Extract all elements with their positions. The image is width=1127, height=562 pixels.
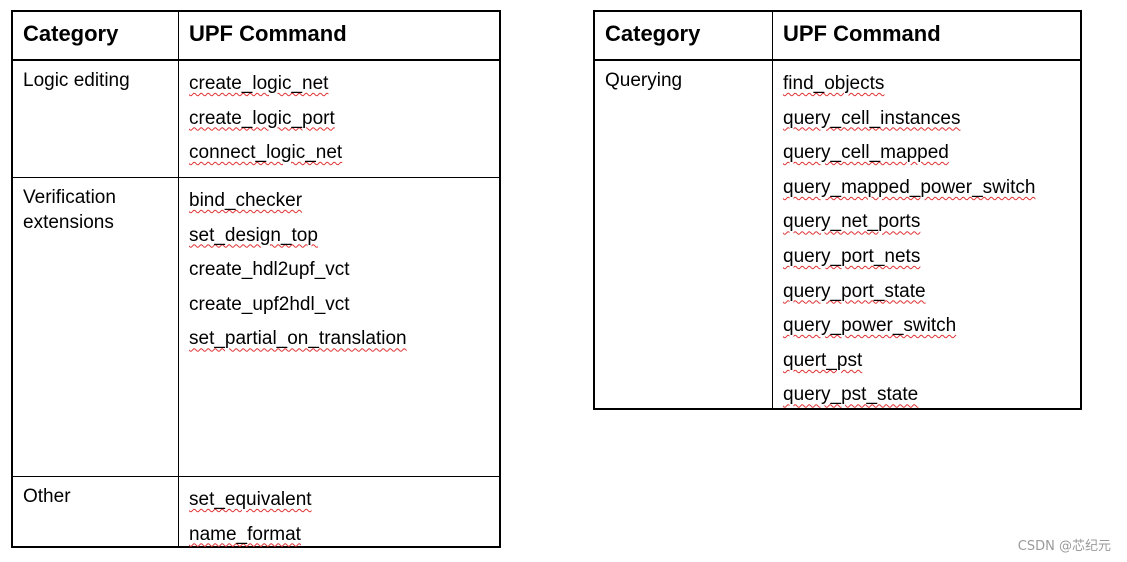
command-cell: create_logic_net create_logic_port conne… — [179, 61, 499, 177]
command-item: query_cell_instances — [783, 107, 961, 129]
category-label: Logic editing — [23, 70, 130, 91]
command-cell: bind_checker set_design_top create_hdl2u… — [179, 178, 499, 476]
table-header-row: Category UPF Command — [13, 12, 499, 61]
command-cell: find_objects query_cell_instances query_… — [773, 61, 1080, 408]
command-item: quert_pst — [783, 349, 863, 371]
command-item: connect_logic_net — [189, 142, 343, 164]
command-item: create_logic_port — [189, 107, 335, 129]
command-item: query_pst_state — [783, 384, 919, 406]
upf-command-table-right: Category UPF Command Querying find_objec… — [593, 10, 1082, 410]
command-list: find_objects query_cell_instances query_… — [783, 67, 1035, 413]
table-row-verification-extensions: Verification extensions bind_checker set… — [13, 178, 499, 477]
header-cell-command: UPF Command — [179, 12, 499, 59]
command-item: query_port_nets — [783, 245, 921, 267]
command-item: name_format — [189, 523, 301, 545]
command-list: bind_checker set_design_top create_hdl2u… — [189, 184, 407, 357]
header-cell-category: Category — [595, 12, 773, 59]
command-list: create_logic_net create_logic_port conne… — [189, 67, 342, 171]
command-item: query_port_state — [783, 280, 926, 302]
table-header-row: Category UPF Command — [595, 12, 1080, 61]
category-label: Querying — [605, 70, 683, 91]
upf-command-table-left: Category UPF Command Logic editing creat… — [11, 10, 501, 548]
header-category-label: Category — [23, 21, 119, 46]
watermark-text: CSDN @芯纪元 — [1017, 539, 1111, 554]
command-item: create_hdl2upf_vct — [189, 259, 350, 281]
command-item: find_objects — [783, 73, 885, 94]
header-command-label: UPF Command — [189, 21, 347, 46]
header-cell-category: Category — [13, 12, 179, 59]
category-cell: Verification extensions — [13, 178, 179, 476]
command-item: set_equivalent — [189, 489, 312, 510]
command-item: query_cell_mapped — [783, 142, 949, 164]
command-item: query_power_switch — [783, 315, 957, 337]
category-cell: Querying — [595, 61, 773, 408]
command-item: query_mapped_power_switch — [783, 176, 1036, 198]
command-item: query_net_ports — [783, 211, 921, 233]
category-label: Other — [23, 486, 71, 507]
command-item: set_partial_on_translation — [189, 328, 407, 350]
command-item: set_design_top — [189, 224, 318, 246]
header-command-label: UPF Command — [783, 21, 941, 46]
table-row-querying: Querying find_objects query_cell_instanc… — [595, 61, 1080, 408]
command-item: bind_checker — [189, 190, 303, 211]
table-row-logic-editing: Logic editing create_logic_net create_lo… — [13, 61, 499, 178]
command-item: create_upf2hdl_vct — [189, 293, 350, 315]
category-label: Verification extensions — [23, 187, 116, 233]
command-item: create_logic_net — [189, 73, 329, 94]
category-cell: Logic editing — [13, 61, 179, 177]
command-list: set_equivalent name_format — [189, 483, 312, 552]
command-cell: set_equivalent name_format — [179, 477, 499, 546]
category-cell: Other — [13, 477, 179, 546]
header-category-label: Category — [605, 21, 701, 46]
header-cell-command: UPF Command — [773, 12, 1080, 59]
table-row-other: Other set_equivalent name_format — [13, 477, 499, 546]
